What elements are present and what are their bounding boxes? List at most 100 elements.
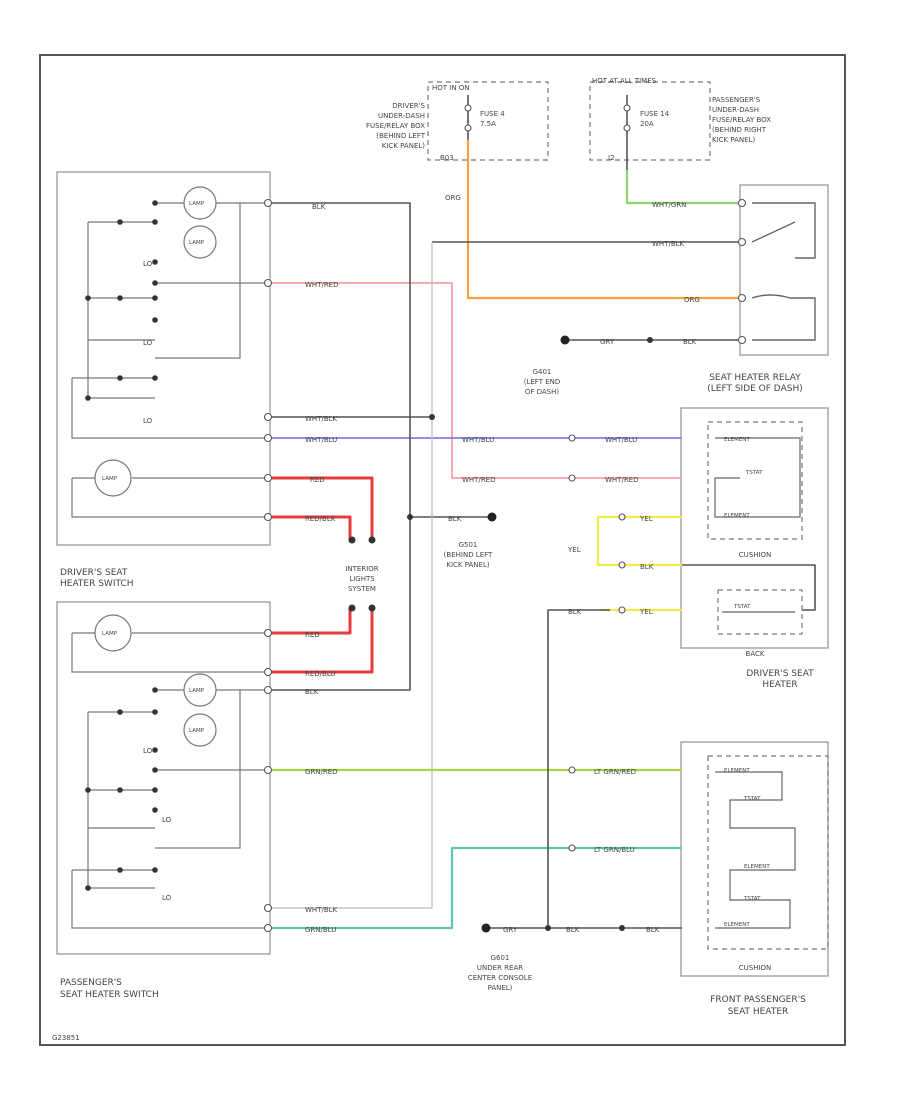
junction-dot <box>152 709 158 715</box>
switch-labels: LO LO LO LO LO LO LAMP LAMP LAMP LAMP LA… <box>102 201 205 902</box>
wire-label: GRY <box>600 338 615 346</box>
fuse-labels: HOT IN ON DRIVER'S UNDER-DASH FUSE/RELAY… <box>366 77 771 162</box>
wire-label: RED <box>310 476 325 484</box>
wire-label: RED/BLK <box>305 515 336 523</box>
junction-dot <box>152 259 158 265</box>
wire-label: GRY <box>503 926 518 934</box>
hot-in-on-label: HOT IN ON <box>432 84 470 92</box>
component-labels: DRIVER'S SEAT HEATER SWITCH PASSENGER'S … <box>60 373 814 1017</box>
wire-label: YEL <box>639 515 653 523</box>
wire-label: WHT/RED <box>605 476 639 484</box>
drivers-switch-box <box>56 171 271 546</box>
relay-internals <box>751 202 816 341</box>
conn-i2-label: I2 <box>608 154 615 162</box>
passenger-cushion-element-box <box>707 755 829 950</box>
wire-blk-g601-vert <box>547 609 610 928</box>
drivers-back-label: BACK <box>746 650 765 658</box>
lo-label: LO <box>143 417 153 425</box>
wire-label: WHT/RED <box>462 476 496 484</box>
wire-label: GRN/RED <box>305 768 338 776</box>
lamp-icon <box>183 673 217 707</box>
terminal <box>464 104 472 112</box>
terminal <box>464 124 472 132</box>
g501-line3: KICK PANEL) <box>446 561 489 569</box>
lamp-icon <box>94 459 132 497</box>
element-label: ELEMENT <box>724 513 750 519</box>
figure-id: G23851 <box>52 1034 80 1042</box>
wire-label: WHT/BLU <box>605 436 637 444</box>
terminal <box>623 124 631 132</box>
wire-grn-blu <box>268 846 682 930</box>
ground-labels: G401 (LEFT END OF DASH) G501 (BEHIND LEF… <box>444 368 561 992</box>
wire-label: WHT/GRN <box>652 201 686 209</box>
junction-dot <box>152 867 158 873</box>
colored-wires <box>268 140 742 930</box>
wire-wht-grn <box>625 170 742 205</box>
lamp-icon <box>183 186 217 220</box>
interior-lights-label-3: SYSTEM <box>348 585 376 593</box>
wire-wht-red-top <box>268 282 682 479</box>
junction-dot <box>368 604 376 612</box>
terminal <box>263 923 273 933</box>
lamp-label: LAMP <box>189 240 205 246</box>
relay-box <box>739 184 829 356</box>
conn-b03-label: B03 <box>440 154 454 162</box>
passengers-switch-label-2: SEAT HEATER SWITCH <box>60 990 159 1000</box>
junction-dot <box>348 604 356 612</box>
lamp-icon <box>183 713 217 747</box>
tstat-label: TSTAT <box>733 604 751 610</box>
interior-lights-label-1: INTERIOR <box>345 565 378 573</box>
fuse4-label: FUSE 4 <box>480 110 505 118</box>
junction-dots <box>85 200 653 931</box>
terminal <box>618 561 626 569</box>
terminal <box>737 293 747 303</box>
drivers-fusebox-line3: FUSE/RELAY BOX <box>366 122 425 130</box>
junction-dot <box>85 885 91 891</box>
junction-dot <box>152 295 158 301</box>
wire-label: RED/BLU <box>305 670 336 678</box>
lo-label: LO <box>143 747 153 755</box>
wire-label: BLK <box>568 608 582 616</box>
junction-dot <box>117 787 123 793</box>
hot-at-all-times-label: HOT AT ALL TIMES <box>592 77 657 85</box>
passengers-lamp-loop <box>71 632 268 673</box>
wire-label: LT GRN/RED <box>594 768 636 776</box>
element-label: ELEMENT <box>724 768 750 774</box>
terminal <box>263 685 273 695</box>
relay-coil-lines <box>751 294 816 341</box>
terminal <box>568 434 576 442</box>
terminal <box>737 237 747 247</box>
passengers-switch-lines <box>71 689 268 929</box>
junction-dot <box>152 807 158 813</box>
junction-dot <box>348 536 356 544</box>
g601-line4: PANEL) <box>488 984 513 992</box>
terminal <box>623 104 631 112</box>
g401-line3: OF DASH) <box>525 388 560 396</box>
terminal <box>263 512 273 522</box>
lamps <box>94 186 217 747</box>
terminal <box>263 667 273 677</box>
passengers-switch-label-1: PASSENGER'S <box>60 978 122 988</box>
terminal <box>737 335 747 345</box>
passengers-fusebox-line4: (BEHIND RIGHT <box>712 126 767 134</box>
wire-red-driver <box>268 476 374 540</box>
passengers-fusebox-line2: UNDER-DASH <box>712 106 759 114</box>
junction-dot <box>152 787 158 793</box>
relay-label-1: SEAT HEATER RELAY <box>709 373 801 383</box>
terminal <box>263 765 273 775</box>
tstat-label: TSTAT <box>743 896 761 902</box>
passenger-heater-label-2: SEAT HEATER <box>728 1007 789 1017</box>
passengers-fusebox-line3: FUSE/RELAY BOX <box>712 116 771 124</box>
terminal <box>263 473 273 483</box>
drivers-heater-box <box>680 407 829 649</box>
junction-dot <box>152 747 158 753</box>
junction-dot <box>152 375 158 381</box>
passenger-element-path <box>715 771 796 929</box>
junction-dot <box>85 295 91 301</box>
drivers-fusebox-line1: DRIVER'S <box>392 102 425 110</box>
ground-symbols <box>481 335 570 933</box>
g601-line2: UNDER REAR <box>477 964 523 972</box>
lamp-label: LAMP <box>189 728 205 734</box>
junction-dot <box>152 767 158 773</box>
